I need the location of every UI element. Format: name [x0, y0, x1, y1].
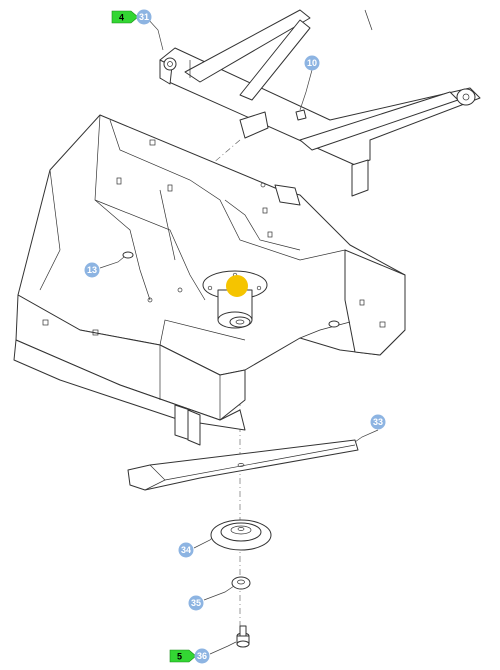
highlight-marker[interactable] [226, 275, 248, 297]
qty-tag-36[interactable] [169, 649, 197, 663]
callout-34-circle[interactable] [178, 542, 194, 558]
callout-10-label: 10 [307, 58, 317, 68]
mower-deck [13, 109, 406, 446]
leader-35 [203, 585, 235, 601]
leader-13 [99, 256, 125, 269]
callout-31[interactable]: 4 31 [111, 9, 152, 25]
callout-33[interactable]: 33 [370, 414, 386, 430]
leader-33 [354, 429, 379, 443]
hitch-frame [159, 9, 481, 197]
qty-label-31: 4 [119, 13, 124, 23]
callout-36[interactable]: 5 36 [169, 648, 210, 664]
callout-36-label: 36 [197, 651, 207, 661]
callout-35[interactable]: 35 [188, 595, 204, 611]
callout-13[interactable]: 13 [84, 262, 100, 278]
callout-34[interactable]: 34 [178, 542, 194, 558]
callout-33-label: 33 [373, 417, 383, 427]
callout-31-circle[interactable] [136, 9, 152, 25]
callout-13-label: 13 [87, 265, 97, 275]
leader-31 [146, 17, 164, 51]
callout-10-circle[interactable] [304, 55, 320, 71]
callout-31-label: 31 [139, 12, 149, 22]
callout-13-circle[interactable] [84, 262, 100, 278]
callout-10[interactable]: 10 [304, 55, 320, 71]
leader-10 [299, 69, 313, 111]
callout-35-circle[interactable] [188, 595, 204, 611]
callout-36-circle[interactable] [194, 648, 210, 664]
callout-34-label: 34 [181, 545, 191, 555]
washer [231, 576, 251, 590]
leader-34 [193, 537, 213, 549]
leader-36 [209, 641, 237, 655]
callout-35-label: 35 [191, 598, 201, 608]
callout-33-circle[interactable] [370, 414, 386, 430]
qty-tag-31[interactable] [111, 10, 139, 24]
blade-bolt [236, 625, 250, 648]
blade [127, 439, 359, 491]
qty-label-36: 5 [177, 652, 182, 662]
blade-hub [210, 519, 272, 551]
